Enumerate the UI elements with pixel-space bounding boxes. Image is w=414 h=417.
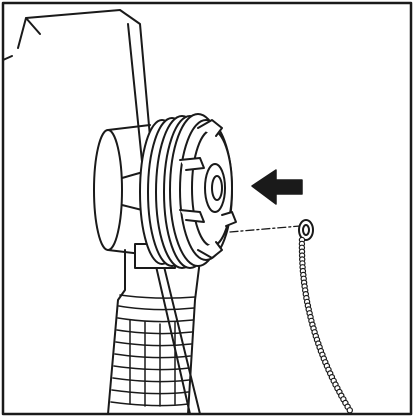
drain-hose: [107, 249, 201, 415]
plug-ring: [298, 219, 314, 241]
arrow-left-icon: [251, 169, 303, 205]
hose-ribs: [110, 294, 196, 407]
fitting-body: [93, 124, 176, 269]
cabinet-outline: [2, 9, 201, 415]
ball-chain-icon: [298, 236, 353, 414]
alignment-line: [229, 225, 301, 233]
drain-cap: [179, 119, 237, 261]
chain-bead: [346, 407, 353, 414]
